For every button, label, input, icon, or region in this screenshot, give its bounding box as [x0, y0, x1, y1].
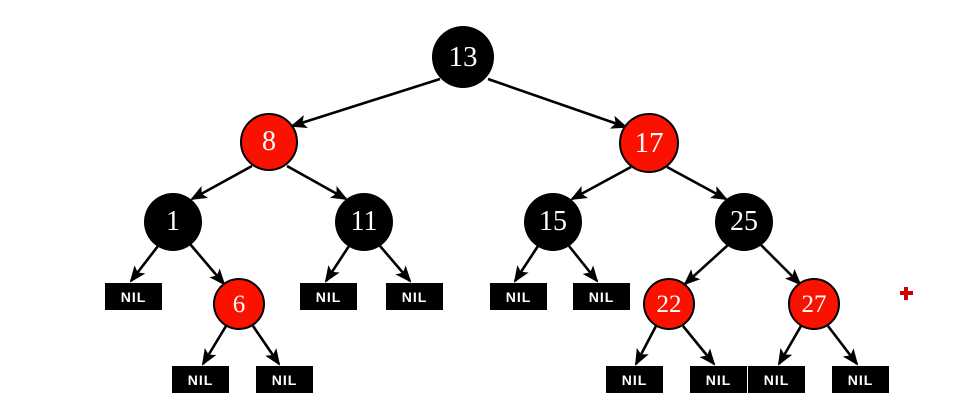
- tree-edge-n11-nil3: [379, 245, 412, 283]
- tree-edge-n17-n15: [570, 165, 632, 201]
- tree-edge-n1-n6: [189, 243, 226, 286]
- tree-nil-leaf[interactable]: NIL: [832, 366, 889, 393]
- tree-edge-group: [129, 77, 859, 366]
- tree-nil-leaf[interactable]: NIL: [573, 283, 630, 310]
- tree-edge-n27-nil10: [777, 325, 803, 366]
- tree-edge-n13-n8: [290, 77, 441, 129]
- plus-marker-icon[interactable]: [900, 287, 913, 300]
- tree-edge-n25-n22: [683, 244, 729, 286]
- tree-edge-n8-n1: [190, 164, 253, 201]
- tree-node-label: 25: [730, 206, 758, 237]
- tree-nil-leaf[interactable]: NIL: [300, 283, 357, 310]
- tree-node-label: 27: [801, 290, 827, 318]
- tree-node-label: 13: [448, 40, 478, 73]
- tree-nil-label: NIL: [187, 371, 214, 388]
- tree-nil-label: NIL: [505, 288, 532, 305]
- tree-node-15[interactable]: 15: [524, 193, 582, 251]
- tree-edge-n13-n17: [487, 77, 628, 129]
- tree-nil-leaf[interactable]: NIL: [748, 366, 805, 393]
- tree-node-11[interactable]: 11: [335, 193, 393, 251]
- tree-node-label: 8: [262, 126, 276, 157]
- tree-node-27[interactable]: 27: [788, 278, 840, 330]
- tree-nil-label: NIL: [621, 371, 648, 388]
- tree-edge-n22-nil8: [634, 325, 658, 366]
- tree-node-13[interactable]: 13: [432, 26, 494, 88]
- tree-edge-n1-nil1: [129, 245, 160, 283]
- plus-marker-vertical-bar: [904, 287, 908, 300]
- tree-node-25[interactable]: 25: [715, 193, 773, 251]
- tree-node-label: 15: [539, 206, 567, 237]
- tree-node-label: 6: [232, 290, 246, 318]
- tree-edge-n15-nil4: [513, 245, 540, 283]
- tree-node-8[interactable]: 8: [240, 113, 298, 171]
- tree-node-6[interactable]: 6: [213, 278, 265, 330]
- tree-node-1[interactable]: 1: [144, 193, 202, 251]
- tree-edge-n15-nil5: [567, 245, 599, 283]
- tree-edge-n11-nil2: [324, 245, 351, 283]
- tree-edge-n8-n11: [286, 164, 348, 201]
- tree-node-label: 11: [350, 206, 378, 237]
- tree-nil-label: NIL: [315, 288, 342, 305]
- tree-nil-leaf[interactable]: NIL: [606, 366, 663, 393]
- tree-nil-leaf[interactable]: NIL: [690, 366, 747, 393]
- tree-edge-n17-n25: [666, 165, 728, 201]
- tree-nil-label: NIL: [271, 371, 298, 388]
- tree-node-label: 22: [656, 290, 682, 318]
- tree-nil-label: NIL: [588, 288, 615, 305]
- tree-nil-leaf[interactable]: NIL: [256, 366, 313, 393]
- tree-nil-label: NIL: [763, 371, 790, 388]
- tree-nil-label: NIL: [705, 371, 732, 388]
- tree-nil-leaf[interactable]: NIL: [105, 283, 162, 310]
- tree-nil-leaf[interactable]: NIL: [172, 366, 229, 393]
- tree-node-label: 1: [166, 206, 180, 237]
- tree-edge-n25-n27: [760, 244, 802, 286]
- tree-edge-n6-nil7: [251, 325, 281, 366]
- tree-edge-n22-nil9: [681, 325, 716, 366]
- tree-edge-n27-nil11: [826, 325, 859, 366]
- tree-nil-leaf[interactable]: NIL: [386, 283, 443, 310]
- tree-nil-label: NIL: [847, 371, 874, 388]
- tree-nil-leaf[interactable]: NIL: [490, 283, 547, 310]
- tree-edge-n6-nil6: [201, 325, 228, 366]
- tree-nil-label: NIL: [120, 288, 147, 305]
- tree-node-22[interactable]: 22: [643, 278, 695, 330]
- tree-node-17[interactable]: 17: [619, 113, 679, 173]
- tree-node-label: 17: [634, 126, 664, 159]
- tree-nil-label: NIL: [401, 288, 428, 305]
